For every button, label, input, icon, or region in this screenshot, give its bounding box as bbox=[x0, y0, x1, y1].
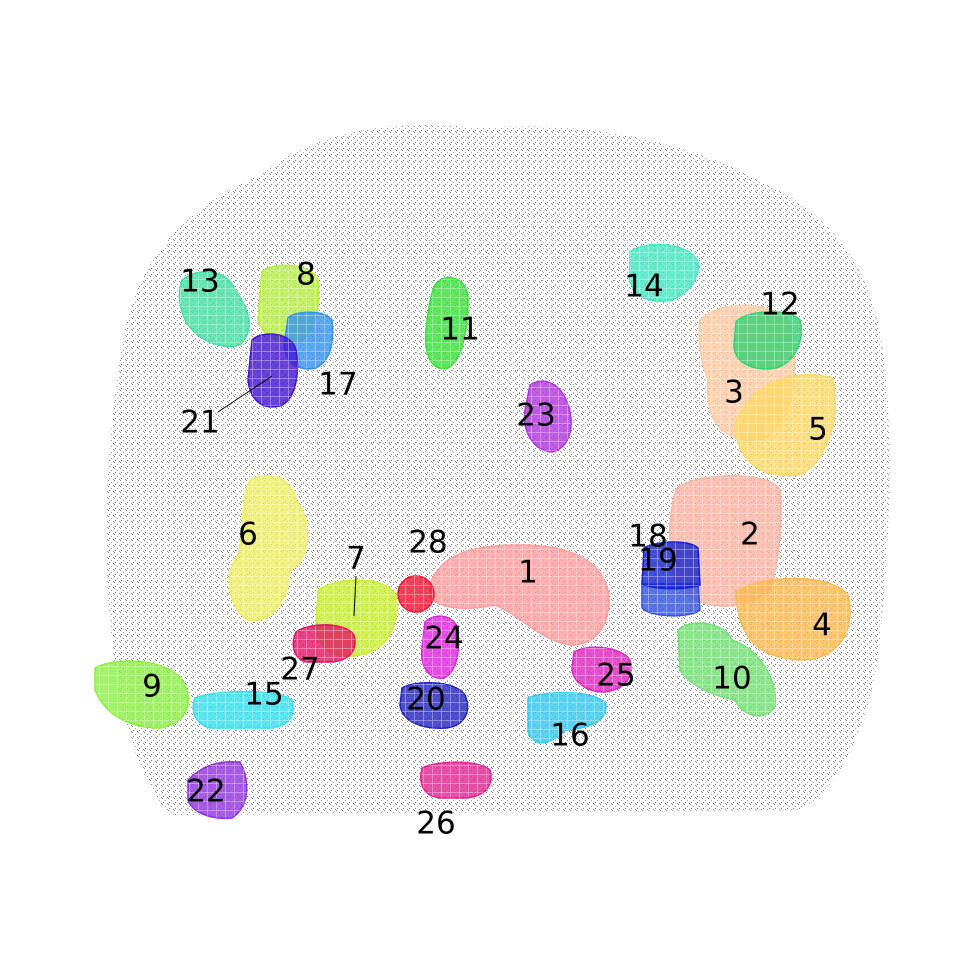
region-4-mesh bbox=[736, 578, 850, 660]
region-21 bbox=[247, 333, 299, 408]
region-label-17: 17 bbox=[318, 367, 357, 403]
region-label-2: 2 bbox=[740, 517, 760, 553]
region-label-25: 25 bbox=[596, 658, 635, 694]
region-14 bbox=[629, 243, 699, 302]
region-label-6: 6 bbox=[238, 517, 258, 553]
region-16 bbox=[527, 691, 607, 744]
region-28-mesh bbox=[398, 576, 434, 612]
region-6-mesh bbox=[229, 475, 308, 621]
region-12 bbox=[733, 311, 802, 370]
region-18-mesh bbox=[642, 584, 700, 616]
region-label-5: 5 bbox=[808, 412, 828, 448]
region-23-mesh bbox=[524, 381, 572, 452]
region-5 bbox=[734, 374, 837, 477]
region-label-27: 27 bbox=[280, 652, 319, 688]
region-22-mesh bbox=[188, 761, 247, 819]
region-1-mesh bbox=[430, 545, 609, 645]
region-label-12: 12 bbox=[760, 287, 799, 323]
region-20 bbox=[399, 681, 469, 729]
region-24 bbox=[420, 615, 460, 679]
region-label-16: 16 bbox=[550, 718, 589, 754]
region-5-mesh bbox=[735, 374, 836, 476]
region-25-mesh bbox=[572, 647, 631, 692]
region-10 bbox=[677, 622, 777, 717]
regions-layer bbox=[94, 243, 851, 820]
region-23 bbox=[523, 380, 572, 453]
region-label-26: 26 bbox=[416, 806, 455, 842]
region-label-18: 18 bbox=[628, 519, 667, 555]
region-24-mesh bbox=[421, 616, 459, 679]
region-9 bbox=[94, 660, 189, 729]
region-15-mesh bbox=[193, 691, 294, 728]
region-28 bbox=[397, 575, 435, 613]
region-26 bbox=[420, 761, 492, 799]
region-12-mesh bbox=[734, 311, 802, 369]
region-21-mesh bbox=[248, 334, 298, 407]
region-label-28: 28 bbox=[408, 525, 447, 561]
region-label-10: 10 bbox=[712, 661, 751, 697]
region-27 bbox=[292, 624, 356, 663]
region-label-9: 9 bbox=[142, 669, 162, 705]
region-13-mesh bbox=[179, 271, 250, 347]
region-label-1: 1 bbox=[518, 555, 538, 591]
region-label-4: 4 bbox=[812, 608, 832, 644]
region-label-22: 22 bbox=[186, 774, 225, 810]
region-6 bbox=[228, 475, 309, 622]
region-18 bbox=[641, 583, 701, 617]
region-15 bbox=[192, 690, 294, 729]
region-label-21: 21 bbox=[180, 405, 219, 441]
region-label-13: 13 bbox=[180, 264, 219, 300]
region-14-mesh bbox=[630, 244, 699, 302]
region-26-mesh bbox=[420, 762, 491, 798]
region-11 bbox=[424, 277, 469, 370]
region-label-20: 20 bbox=[406, 682, 445, 718]
leader-lines bbox=[217, 375, 357, 617]
region-label-8: 8 bbox=[296, 257, 316, 293]
region-22 bbox=[187, 760, 248, 820]
region-19-mesh bbox=[642, 542, 700, 589]
region-10-mesh bbox=[678, 623, 776, 716]
region-1 bbox=[429, 544, 610, 646]
region-13 bbox=[178, 271, 250, 347]
region-19 bbox=[641, 541, 701, 590]
region-label-7: 7 bbox=[346, 541, 366, 577]
region-label-3: 3 bbox=[724, 375, 744, 411]
region-4 bbox=[735, 577, 851, 661]
region-16-mesh bbox=[528, 692, 606, 743]
region-27-mesh bbox=[293, 624, 356, 662]
region-label-19: 19 bbox=[638, 543, 677, 579]
region-label-15: 15 bbox=[244, 677, 283, 713]
region-25 bbox=[571, 646, 632, 693]
region-9-mesh bbox=[95, 661, 189, 728]
region-label-24: 24 bbox=[424, 621, 463, 657]
region-label-23: 23 bbox=[516, 398, 555, 434]
region-label-14: 14 bbox=[624, 269, 663, 305]
region-11-mesh bbox=[425, 277, 468, 369]
region-20-mesh bbox=[400, 682, 468, 729]
region-label-11: 11 bbox=[440, 312, 479, 348]
